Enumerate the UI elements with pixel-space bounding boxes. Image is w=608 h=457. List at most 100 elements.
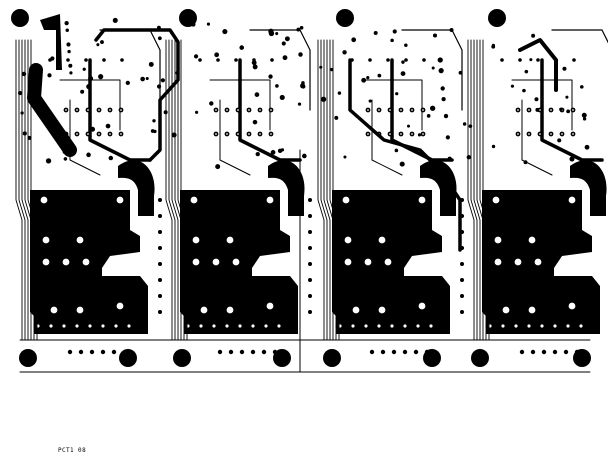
pad-hole [351,324,355,328]
via [105,123,111,129]
mounting-hole [488,9,506,27]
pad-hole [76,109,78,111]
via [460,310,464,314]
heatsink-pad [420,160,457,216]
pad-hole [270,133,272,135]
pad-hole [579,324,583,328]
via [50,56,55,61]
pad-ring [513,257,523,267]
via [395,92,399,96]
pad-ring [41,235,51,245]
via [574,349,580,355]
via [400,71,406,76]
via [308,294,312,298]
via [163,110,168,115]
via [437,57,443,63]
via [206,22,211,26]
via [252,64,258,70]
pad-hole [540,324,544,328]
pad-hole [237,133,239,135]
trace [209,79,271,131]
via [330,67,334,72]
via [519,349,525,355]
trace [473,39,481,341]
via [422,58,426,62]
trace [323,39,331,341]
pad-ring [191,257,201,267]
pad-ring [211,257,221,267]
via [122,349,128,355]
trace [99,29,161,111]
pad-ring [115,301,125,311]
trace [24,39,32,341]
via [308,278,312,282]
via [96,43,100,47]
pad-hole [501,324,505,328]
power-trace [238,58,302,162]
via [148,61,154,67]
pad-hole [259,109,261,111]
pad-ring [351,305,361,315]
via [404,43,408,48]
via [380,349,386,355]
via [518,58,522,62]
via [566,109,571,114]
pad-ring [81,257,91,267]
via [254,92,260,97]
via [413,349,419,355]
via [523,160,528,165]
via [302,153,307,159]
pad-ring [567,301,577,311]
pad-ring [417,195,427,205]
power-trace [27,63,77,157]
via [334,115,339,120]
pad-ring [191,235,201,245]
via [150,129,155,133]
via [562,66,567,71]
pad-hole [87,109,89,111]
via [275,31,279,36]
pad-hole [101,324,105,328]
via [18,91,23,96]
pad-hole [120,133,122,135]
via [158,198,162,202]
pad-hole [62,324,66,328]
via [215,164,221,170]
via [68,63,73,68]
pad-hole [517,133,519,135]
via [449,28,454,32]
pad-hole [215,109,217,111]
via [158,278,162,282]
power-trace [94,28,180,162]
via [541,349,547,355]
via [86,152,91,158]
via [530,349,536,355]
trace [511,79,573,131]
via [86,83,92,90]
via [179,17,184,23]
via [261,349,267,355]
via [65,28,69,32]
via [158,230,162,234]
via [301,81,305,85]
pad-hole [403,324,407,328]
pad-ring [567,195,577,205]
pad-hole [378,109,380,111]
pad-hole [553,324,557,328]
trace [180,39,188,341]
pad-hole [561,133,563,135]
via [157,36,162,41]
via [20,111,24,115]
pad-ring [61,257,71,267]
trace [329,39,337,341]
pad-hole [416,324,420,328]
via [100,349,106,355]
via [270,58,274,62]
pad-ring [363,257,373,267]
pad-hole [114,324,118,328]
trace [521,99,553,176]
pad-ring [265,195,275,205]
trace [551,29,608,44]
pad-ring [501,305,511,315]
via [120,58,124,62]
